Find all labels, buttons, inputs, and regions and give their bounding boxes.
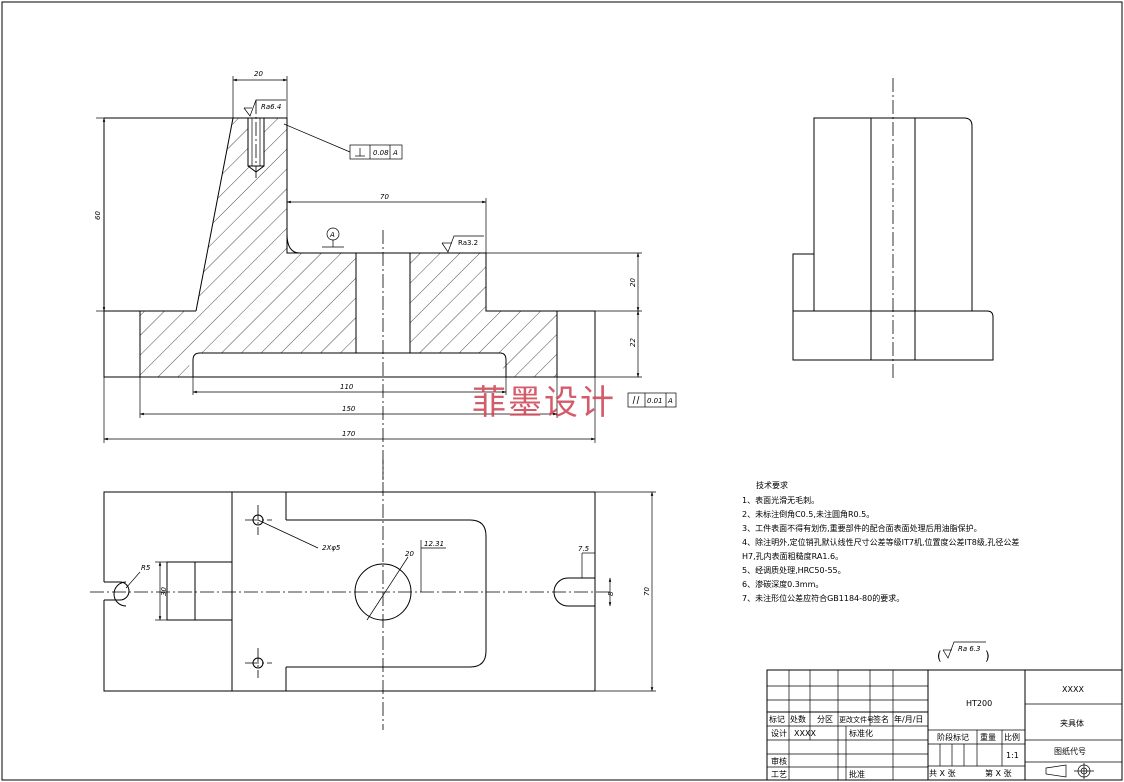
dim-width-150: 150: [342, 405, 356, 413]
svg-text:设计: 设计: [771, 728, 787, 738]
front-section-view: 20 60 70 20 22 110 150 170 Ra6.4: [94, 70, 677, 480]
dim-bore-dia: 20: [405, 550, 414, 558]
svg-text:A: A: [667, 397, 673, 405]
dim-base-height: 22: [629, 338, 637, 347]
side-view: [792, 78, 994, 380]
svg-text:5、经调质处理,HRC50-55。: 5、经调质处理,HRC50-55。: [742, 565, 846, 575]
svg-text:工艺: 工艺: [771, 770, 787, 779]
dim-radius: R5: [141, 564, 151, 572]
svg-text:重量: 重量: [980, 732, 996, 742]
svg-text:Ra6.4: Ra6.4: [261, 103, 281, 111]
company: XXXX: [1062, 685, 1084, 694]
watermark: 菲墨设计: [472, 383, 616, 423]
svg-text:3、工件表面不得有划伤,重要部件的配合面表面处理后用油脂保护: 3、工件表面不得有划伤,重要部件的配合面表面处理后用油脂保护。: [742, 523, 982, 533]
svg-text:0.08: 0.08: [373, 149, 389, 157]
svg-text:图纸代号: 图纸代号: [1054, 746, 1086, 756]
dim-slot-dia: 8: [607, 591, 615, 596]
part-name: 夹具体: [1060, 718, 1084, 728]
svg-text:共 X 张: 共 X 张: [929, 769, 956, 778]
projection-symbol-icon: [1045, 763, 1094, 779]
title-block: 标记 处数 分区 更改文件号 签名 年/月/日 设计 XXXX 标准化 审核 工…: [766, 669, 1123, 781]
svg-text:XXXX: XXXX: [794, 729, 816, 738]
dim-top-width: 20: [254, 70, 263, 78]
svg-text:(: (: [937, 649, 942, 663]
dim-slot-width: 7.5: [578, 545, 590, 553]
dim-width-110: 110: [340, 383, 354, 391]
dim-left-height: 30: [160, 587, 168, 596]
dim-holes: 2Xφ5: [322, 544, 341, 552]
material: HT200: [966, 699, 992, 708]
roughness-symbol-top: Ra6.4: [243, 99, 286, 117]
svg-text:A: A: [392, 149, 398, 157]
top-view: 2Xφ5 20 12.31 7.5 8 R5 30 70: [90, 460, 656, 730]
svg-text:6、渗碳深度0.3mm。: 6、渗碳深度0.3mm。: [742, 579, 823, 589]
dim-step-width: 70: [380, 193, 389, 201]
general-roughness: ( Ra 6.3 ): [937, 641, 990, 663]
svg-text:A: A: [329, 231, 335, 239]
svg-text:更改文件号: 更改文件号: [839, 715, 874, 724]
svg-text:Ra3.2: Ra3.2: [458, 239, 478, 247]
svg-text:7、未注形位公差应符合GB1184-80的要求。: 7、未注形位公差应符合GB1184-80的要求。: [742, 593, 904, 603]
dim-plan-height: 70: [643, 587, 651, 596]
svg-text:比例: 比例: [1004, 732, 1020, 742]
svg-text:H7,孔内表面粗糙度RA1.6。: H7,孔内表面粗糙度RA1.6。: [742, 551, 843, 561]
perpendicularity-frame: 0.08 A: [283, 123, 403, 160]
svg-text:处数: 处数: [790, 714, 806, 724]
svg-text:标准化: 标准化: [849, 728, 873, 738]
svg-text:分区: 分区: [817, 715, 833, 724]
hatch-right-body: [410, 253, 557, 377]
parallelism-frame: 0.01 A: [627, 392, 677, 408]
svg-text:标记: 标记: [769, 714, 785, 724]
dim-offset: 12.31: [424, 540, 444, 548]
svg-text:审核: 审核: [771, 756, 787, 766]
tech-title: 技术要求: [756, 480, 788, 490]
roughness-symbol-step: Ra3.2: [441, 235, 484, 253]
svg-text:1、表面光滑无毛刺。: 1、表面光滑无毛刺。: [742, 495, 819, 505]
svg-text:第 X 张: 第 X 张: [985, 768, 1012, 778]
svg-text:阶段标记: 阶段标记: [937, 732, 969, 742]
svg-text:年/月/日: 年/月/日: [894, 714, 923, 724]
tech-requirements: 技术要求 1、表面光滑无毛刺。 2、未标注倒角C0.5,未注圆角R0.5。 3、…: [742, 480, 1019, 603]
svg-text:1:1: 1:1: [1006, 751, 1019, 760]
dim-step-height: 20: [629, 278, 637, 287]
svg-text:4、除注明外,定位销孔默认线性尺寸公差等级IT7机,位置度公: 4、除注明外,定位销孔默认线性尺寸公差等级IT7机,位置度公差IT8级,孔径公差: [742, 537, 1019, 547]
svg-text:): ): [985, 649, 990, 663]
dim-total-height: 60: [94, 211, 102, 220]
hatch-left-body: [140, 118, 356, 377]
svg-text:批准: 批准: [849, 769, 865, 779]
svg-text:2、未标注倒角C0.5,未注圆角R0.5。: 2、未标注倒角C0.5,未注圆角R0.5。: [742, 509, 874, 519]
svg-text:签名: 签名: [873, 714, 889, 724]
dim-width-170: 170: [342, 430, 356, 438]
svg-text:Ra 6.3: Ra 6.3: [958, 645, 981, 653]
datum-marker: A: [322, 227, 344, 248]
svg-text:0.01: 0.01: [647, 397, 663, 405]
